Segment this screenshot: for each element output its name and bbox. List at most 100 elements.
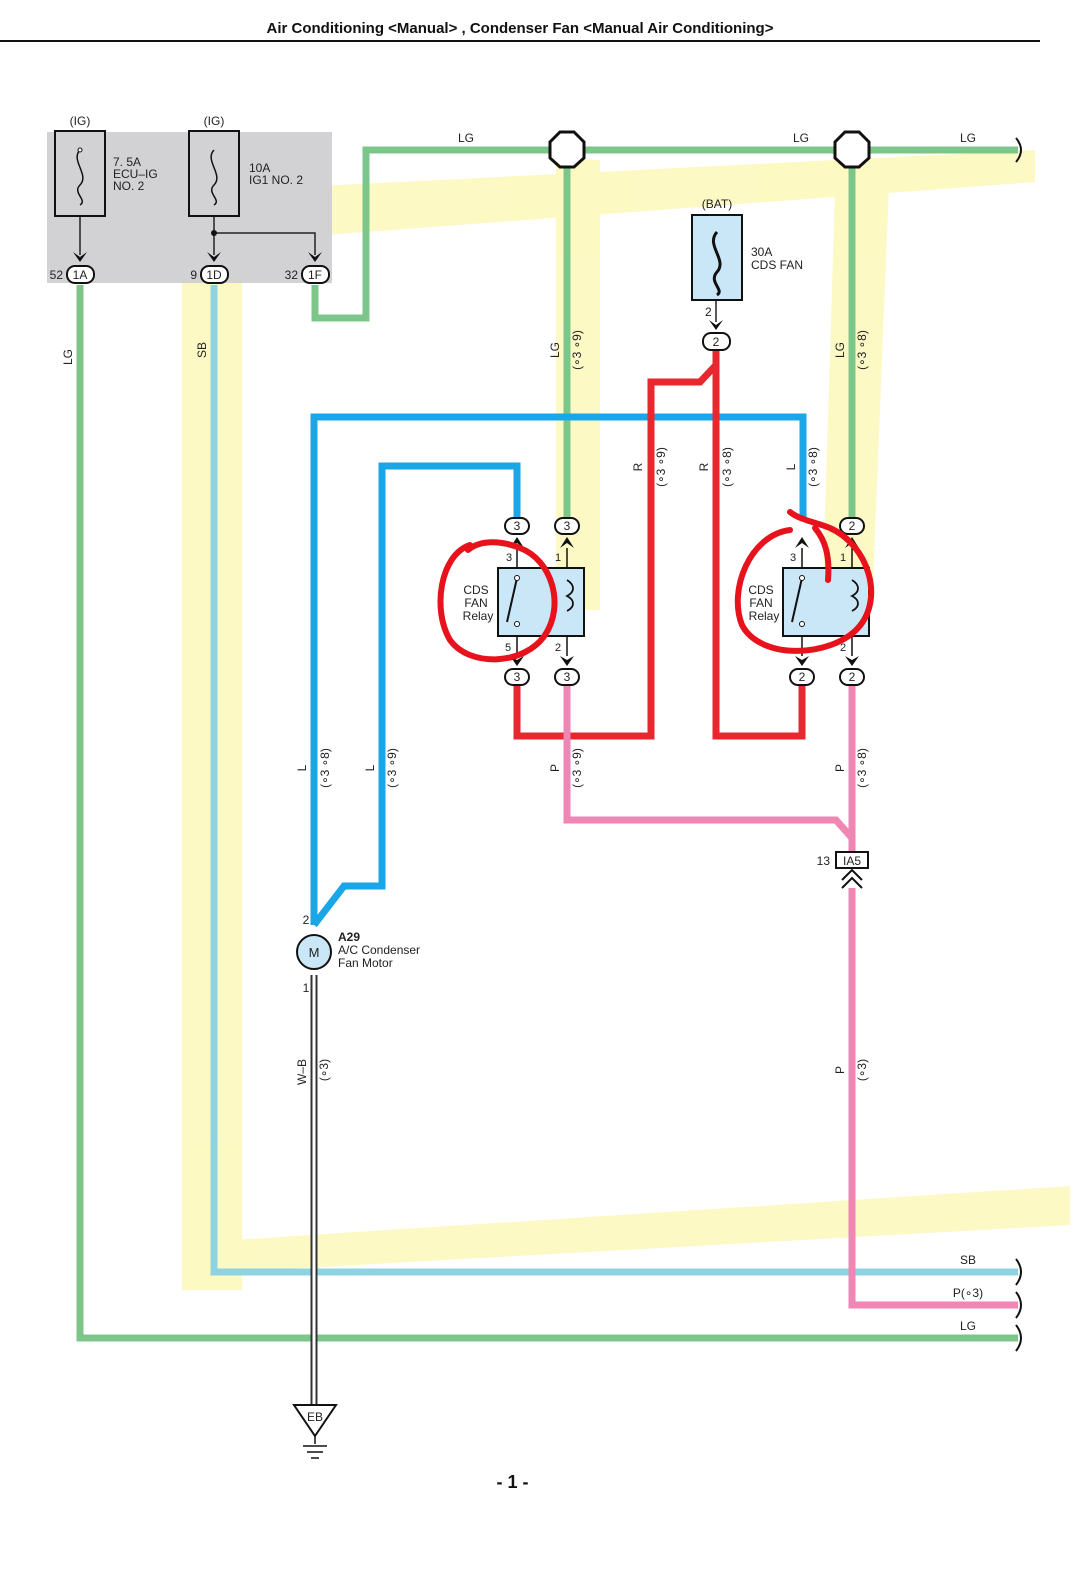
- wire-l-outer: [310, 413, 807, 925]
- label-wb-tag: (∘3): [317, 1059, 331, 1081]
- highlight-vertical-lg2: [822, 160, 890, 610]
- wire-fuse2-branch: [214, 232, 316, 255]
- label-wb: W–B: [295, 1059, 309, 1085]
- relay-2-pin-tl: 3: [790, 552, 796, 564]
- ia5-chevron-icon: [841, 868, 863, 889]
- connector-1a-id: 1A: [73, 268, 88, 282]
- relay-connectors: 3 3 3 3 2 2 2: [504, 517, 865, 686]
- svg-text:3: 3: [514, 670, 521, 684]
- motor-symbol: M: [309, 945, 320, 960]
- svg-text:2: 2: [849, 519, 856, 533]
- fuse1-amp: 7. 5A: [113, 155, 141, 169]
- r1-arrow-bottom-right: [560, 656, 574, 666]
- connector-ia5-id: IA5: [843, 854, 861, 868]
- wire-l-inner: [311, 462, 521, 928]
- label-lg-v2-tag: (∘3 ∘8): [855, 330, 869, 370]
- relay-1-pin-bl: 5: [505, 642, 511, 654]
- fuse2-box: [188, 130, 240, 217]
- label-lg-v1-tag: (∘3 ∘9): [570, 330, 584, 370]
- connector-1f: 1F 32: [285, 265, 330, 284]
- svg-text:3: 3: [564, 519, 571, 533]
- splice-1: [548, 130, 586, 169]
- fuse1-name1: ECU–IG: [113, 167, 158, 181]
- connector-1d-id: 1D: [206, 268, 222, 282]
- connector-bat-id: 2: [713, 335, 720, 349]
- motor-symbol-icon: [296, 934, 332, 970]
- relay-2-pin-br: 2: [840, 642, 846, 654]
- relay-2-pin-tr: 1: [840, 552, 846, 564]
- label-l-left: L: [295, 764, 309, 771]
- relay-1-coil-icon: [564, 579, 574, 612]
- svg-text:2: 2: [849, 670, 856, 684]
- splices: [548, 130, 871, 169]
- label-r1: R: [631, 462, 645, 471]
- svg-text:3: 3: [514, 519, 521, 533]
- relay-1-pin-tl: 3: [506, 552, 512, 564]
- fuse1-source: (IG): [70, 114, 91, 128]
- arrow-bat: [709, 320, 723, 330]
- wire-p-1: [563, 686, 855, 841]
- label-l-left2: L: [363, 764, 377, 771]
- connector-ia5-pin: 13: [817, 854, 831, 868]
- arrow-1f: [308, 252, 322, 262]
- label-lg-v2: LG: [833, 342, 847, 358]
- connector-1a: 1A 52: [50, 265, 95, 284]
- label-p3-tag: (∘3): [855, 1059, 869, 1081]
- annotation-circle-relay-1: [437, 539, 558, 663]
- label-lg-top-2: LG: [793, 131, 809, 145]
- wire-end-marks: [1015, 137, 1022, 1352]
- end-mark-lg-bottom: [1015, 1324, 1022, 1352]
- ground-triangle-icon: [292, 1404, 338, 1438]
- label-r2: R: [697, 462, 711, 471]
- relay-2-coil-icon: [849, 579, 859, 612]
- wire-r-1: [513, 362, 719, 740]
- connector-1d: 1D 9: [190, 265, 229, 284]
- label-l-mid-tag: (∘3 ∘8): [806, 447, 820, 487]
- connector-1a-pin: 52: [50, 268, 64, 282]
- end-mark-sb: [1015, 1258, 1022, 1286]
- r1-conn-top-right: 3: [554, 517, 580, 535]
- r1-conn-top-left: 3: [504, 517, 530, 535]
- motor-name-2: Fan Motor: [338, 956, 393, 970]
- label-lg-top-1: LG: [458, 131, 474, 145]
- ground-eb: EB: [292, 1404, 338, 1459]
- label-l-left2-tag: (∘3 ∘9): [385, 748, 399, 788]
- r2-conn-top-right: 2: [839, 517, 865, 535]
- fuse3-symbol-icon: [711, 230, 722, 297]
- motor-pin-bottom: 1: [303, 981, 310, 995]
- fuse1-name2: NO. 2: [113, 179, 145, 193]
- svg-text:3: 3: [564, 670, 571, 684]
- motor-id: A29: [338, 930, 360, 944]
- relay-2-label-1: CDS: [748, 583, 773, 597]
- label-r1-tag: (∘3 ∘9): [654, 447, 668, 487]
- r1-conn-bottom-left: 3: [504, 668, 530, 686]
- label-l-mid: L: [784, 463, 798, 470]
- wire-lg-left-vertical: [76, 285, 1018, 1342]
- highlight-vertical-lg1: [556, 160, 600, 610]
- fuse3-source: (BAT): [702, 197, 732, 211]
- end-mark-p: [1015, 1291, 1022, 1319]
- end-mark-lg-top: [1015, 137, 1022, 163]
- relay-1-switch: [506, 577, 518, 623]
- fuse2-symbol-icon: [210, 149, 218, 206]
- r2-conn-bottom-left: 2: [789, 668, 815, 686]
- relay-2-switch: [791, 577, 803, 623]
- fuse2-name1: IG1 NO. 2: [249, 173, 303, 187]
- relay-1-label-2: FAN: [464, 596, 487, 610]
- label-sb-left: SB: [195, 342, 209, 358]
- title-rule: [0, 40, 1040, 42]
- relay-1-pin-br: 2: [555, 642, 561, 654]
- label-lg-v1: LG: [548, 342, 562, 358]
- relay-1-label-3: Relay: [463, 609, 494, 623]
- svg-text:2: 2: [799, 670, 806, 684]
- r1-arrow-top-right: [560, 537, 574, 548]
- fuse2-amp: 10A: [249, 161, 270, 175]
- arrow-1d: [207, 252, 221, 262]
- highlight-bottom-band: [232, 1186, 1070, 1272]
- label-out-sb: SB: [960, 1253, 976, 1267]
- label-out-lg: LG: [960, 1319, 976, 1333]
- relay-2-label-3: Relay: [749, 609, 780, 623]
- fuse3-amp: 30A: [751, 245, 772, 259]
- relay-1: CDS FAN Relay 3 1 5 2: [463, 548, 585, 656]
